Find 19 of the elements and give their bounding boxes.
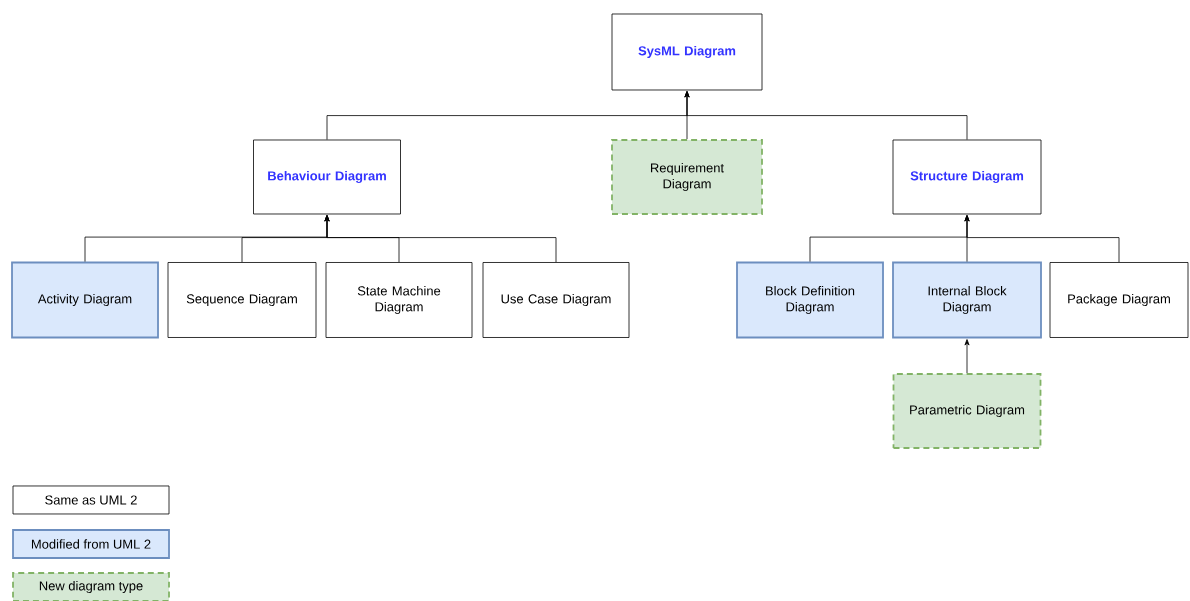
arrow [684,91,968,140]
diagram-box: Behaviour Diagram [253,139,401,215]
diagram-box: Package Diagram [1049,262,1189,338]
diagram-box: Internal Block Diagram [892,261,1042,339]
legend-item: Same as UML 2 [12,485,170,515]
diagram-box: SysML Diagram [611,13,763,91]
legend-item: New diagram type [12,572,170,601]
diagram-box: Structure Diagram [892,139,1042,215]
legend-item: Modified from UML 2 [12,529,170,559]
diagram-box: Requirement Diagram [611,139,763,215]
arrow [964,215,1120,263]
diagram-box: Activity Diagram [11,261,159,339]
arrow [964,339,970,374]
diagram-box: Use Case Diagram [482,262,630,338]
diagram-box: Block Definition Diagram [736,261,884,339]
diagram-box: Parametric Diagram [892,373,1042,449]
diagram-box: Sequence Diagram [167,262,317,338]
diagram-box: State Machine Diagram [325,262,473,338]
arrow [324,215,557,263]
